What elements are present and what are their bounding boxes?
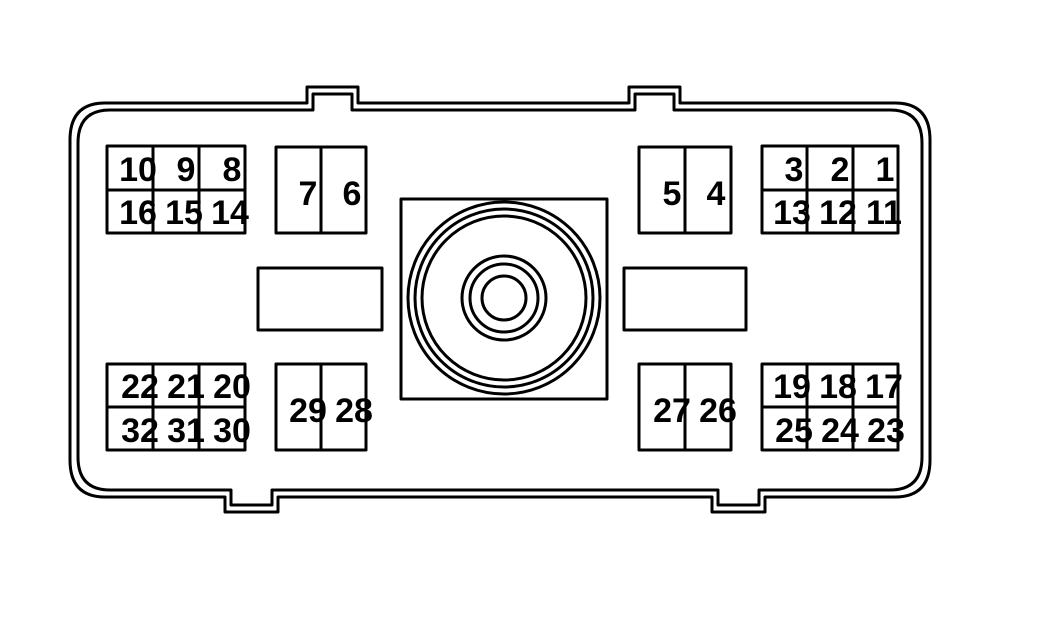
pin-block-bottom-left-pair [274, 362, 368, 452]
pin-label: 22 [121, 368, 159, 406]
pin-label: 30 [213, 412, 251, 450]
pin-label: 17 [865, 368, 903, 406]
pin-label: 15 [165, 194, 203, 232]
housing-outer-outline [68, 85, 932, 514]
pin-block-top-right-pair [637, 145, 733, 235]
pin-label: 20 [213, 368, 251, 406]
pin-label: 24 [821, 412, 859, 450]
center-boss [399, 197, 609, 401]
pin-label: 12 [819, 194, 857, 232]
pin-label: 4 [707, 175, 726, 213]
pin-label: 31 [167, 412, 205, 450]
pin-block-top-left-pair [274, 145, 368, 235]
pin-label: 18 [819, 368, 857, 406]
pin-block-bottom-right-pair [637, 362, 733, 452]
pin-label: 8 [223, 151, 242, 189]
left-slot [256, 266, 384, 332]
pin-label: 23 [867, 412, 905, 450]
pin-label: 16 [119, 194, 157, 232]
pin-label: 32 [121, 412, 159, 450]
pin-block-bottom-left [105, 362, 247, 452]
pin-label: 10 [119, 151, 157, 189]
pin-label: 2 [831, 151, 850, 189]
pin-label: 7 [299, 175, 318, 213]
pin-label: 5 [663, 175, 682, 213]
pin-label: 1 [876, 151, 895, 189]
pin-label: 25 [775, 412, 813, 450]
pin-label: 28 [335, 392, 373, 430]
pin-label: 6 [343, 175, 362, 213]
pin-label: 26 [699, 392, 737, 430]
pin-label: 21 [167, 368, 205, 406]
pin-label: 9 [177, 151, 196, 189]
pin-label: 27 [653, 392, 691, 430]
pin-label: 11 [866, 194, 902, 232]
pin-label: 14 [211, 194, 249, 232]
housing-inner-outline [76, 92, 924, 507]
pin-label: 3 [785, 151, 804, 189]
right-slot [622, 266, 748, 332]
pin-block-top-left [105, 144, 247, 235]
pin-label: 13 [773, 194, 811, 232]
pin-block-top-right [760, 144, 900, 235]
pin-label: 29 [289, 392, 327, 430]
pin-label: 19 [773, 368, 811, 406]
pin-block-bottom-right [760, 362, 900, 452]
